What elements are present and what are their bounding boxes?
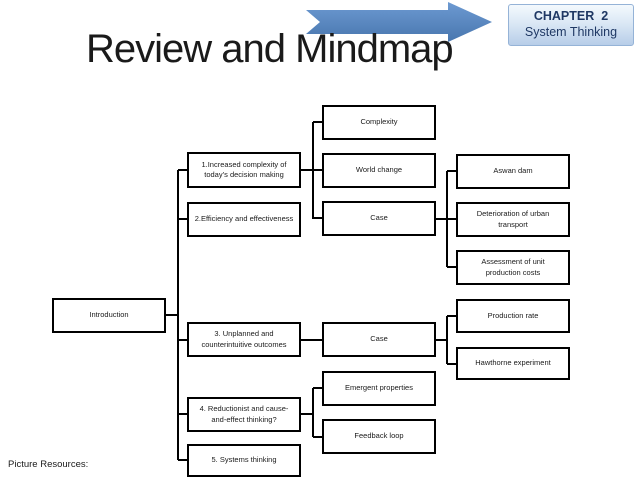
chapter-number: CHAPTER 2 bbox=[533, 9, 609, 24]
mindmap-node-introduction: Introduction bbox=[52, 298, 166, 333]
mindmap-node-assessment: Assessment of unit production costs bbox=[456, 250, 570, 285]
mindmap-node-aswan-dam: Aswan dam bbox=[456, 154, 570, 189]
mindmap-node-point-4: 4. Reductionist and cause-and-effect thi… bbox=[187, 397, 301, 432]
mindmap-node-point-5: 5. Systems thinking bbox=[187, 444, 301, 477]
node-label: Assessment of unit production costs bbox=[481, 257, 545, 277]
node-label: 4. Reductionist and cause-and-effect thi… bbox=[199, 404, 289, 424]
right-arrow-icon bbox=[306, 2, 492, 42]
node-label: World change bbox=[355, 165, 403, 175]
slide-title: Review and Mindmap bbox=[86, 27, 454, 71]
mindmap-node-production-rate: Production rate bbox=[456, 299, 570, 333]
mindmap-node-point-1: 1.Increased complexity of today’s decisi… bbox=[187, 152, 301, 188]
mindmap-node-case-2: Case bbox=[322, 322, 436, 357]
mindmap-node-world-change: World change bbox=[322, 153, 436, 188]
picture-resources-label: Picture Resources: bbox=[8, 459, 89, 470]
node-label: Emergent properties bbox=[345, 383, 413, 393]
mindmap-node-complexity: Complexity bbox=[322, 105, 436, 140]
node-label: 3. Unplanned and counterintuitive outcom… bbox=[201, 329, 287, 349]
mindmap-node-hawthorne: Hawthorne experiment bbox=[456, 347, 570, 380]
node-label: Feedback loop bbox=[354, 431, 404, 441]
chapter-name: System Thinking bbox=[524, 25, 618, 39]
mindmap-node-case-1: Case bbox=[322, 201, 436, 236]
node-label: 2.Efficiency and effectiveness bbox=[194, 214, 294, 224]
mindmap-node-feedback-loop: Feedback loop bbox=[322, 419, 436, 454]
arrow-graphic bbox=[306, 2, 492, 42]
mindmap-node-point-3: 3. Unplanned and counterintuitive outcom… bbox=[187, 322, 301, 357]
mindmap-node-deterioration: Deterioration of urban transport bbox=[456, 202, 570, 237]
node-label: 5. Systems thinking bbox=[211, 455, 277, 465]
node-label: Case bbox=[370, 213, 388, 223]
node-label: Aswan dam bbox=[493, 166, 533, 176]
node-label: Introduction bbox=[89, 310, 129, 320]
mindmap-node-point-2: 2.Efficiency and effectiveness bbox=[187, 202, 301, 237]
node-label: Complexity bbox=[360, 117, 398, 127]
node-label: Hawthorne experiment bbox=[475, 358, 551, 368]
node-label: Production rate bbox=[487, 310, 539, 320]
chapter-badge: CHAPTER 2 System Thinking bbox=[508, 4, 634, 46]
node-label: Deterioration of urban transport bbox=[476, 209, 550, 229]
node-label: 1.Increased complexity of today’s decisi… bbox=[201, 159, 287, 179]
mindmap-node-emergent-properties: Emergent properties bbox=[322, 371, 436, 406]
node-label: Case bbox=[370, 334, 388, 344]
